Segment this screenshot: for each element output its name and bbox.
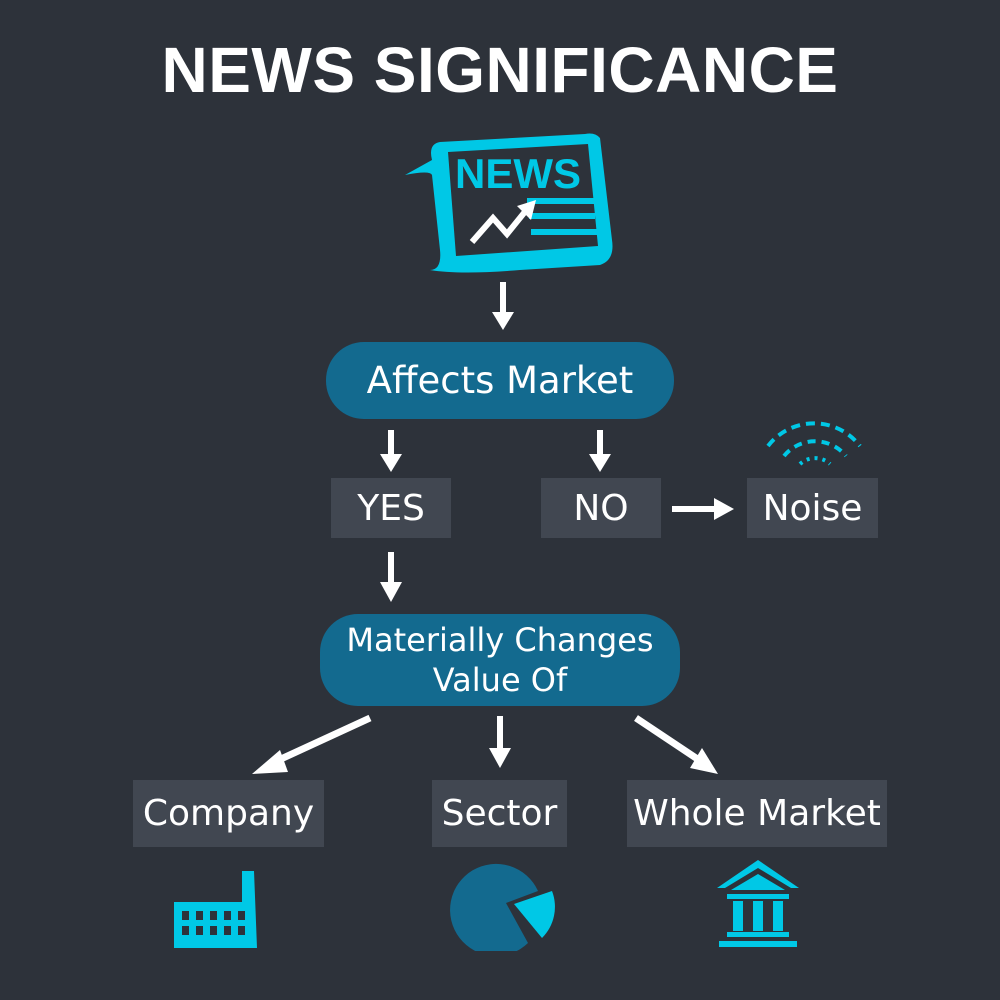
yes-node: YES xyxy=(331,478,451,538)
yes-label: YES xyxy=(357,487,425,529)
affects-market-label: Affects Market xyxy=(366,359,634,402)
whole-market-node: Whole Market xyxy=(627,780,887,847)
newspaper-icon: NEWS xyxy=(400,130,620,275)
arrow-down-icon xyxy=(490,282,516,332)
arrow-down-icon xyxy=(378,430,404,474)
page-title: NEWS SIGNIFICANCE xyxy=(161,34,839,106)
arrow-down-left-icon xyxy=(240,712,380,778)
arrow-down-right-icon xyxy=(630,712,726,778)
signal-noise-icon xyxy=(760,412,870,472)
noise-node: Noise xyxy=(747,478,878,538)
sector-label: Sector xyxy=(441,793,558,834)
arrow-down-icon xyxy=(487,716,513,770)
news-label: NEWS xyxy=(455,150,581,197)
arrow-down-icon xyxy=(378,552,404,604)
pie-chart-icon xyxy=(446,855,556,951)
company-label: Company xyxy=(142,793,315,834)
factory-icon xyxy=(174,870,286,950)
bank-building-icon xyxy=(715,858,801,950)
affects-market-node: Affects Market xyxy=(326,342,674,419)
whole-market-label: Whole Market xyxy=(633,793,881,834)
materially-changes-node: Materially Changes Value Of xyxy=(320,614,680,706)
company-node: Company xyxy=(133,780,324,847)
materially-changes-line2: Value Of xyxy=(432,661,568,699)
no-label: NO xyxy=(573,487,629,529)
arrow-down-icon xyxy=(587,430,613,474)
arrow-right-icon xyxy=(672,496,736,522)
materially-changes-line1: Materially Changes xyxy=(346,621,654,659)
sector-node: Sector xyxy=(432,780,567,847)
noise-label: Noise xyxy=(762,487,863,529)
no-node: NO xyxy=(541,478,661,538)
